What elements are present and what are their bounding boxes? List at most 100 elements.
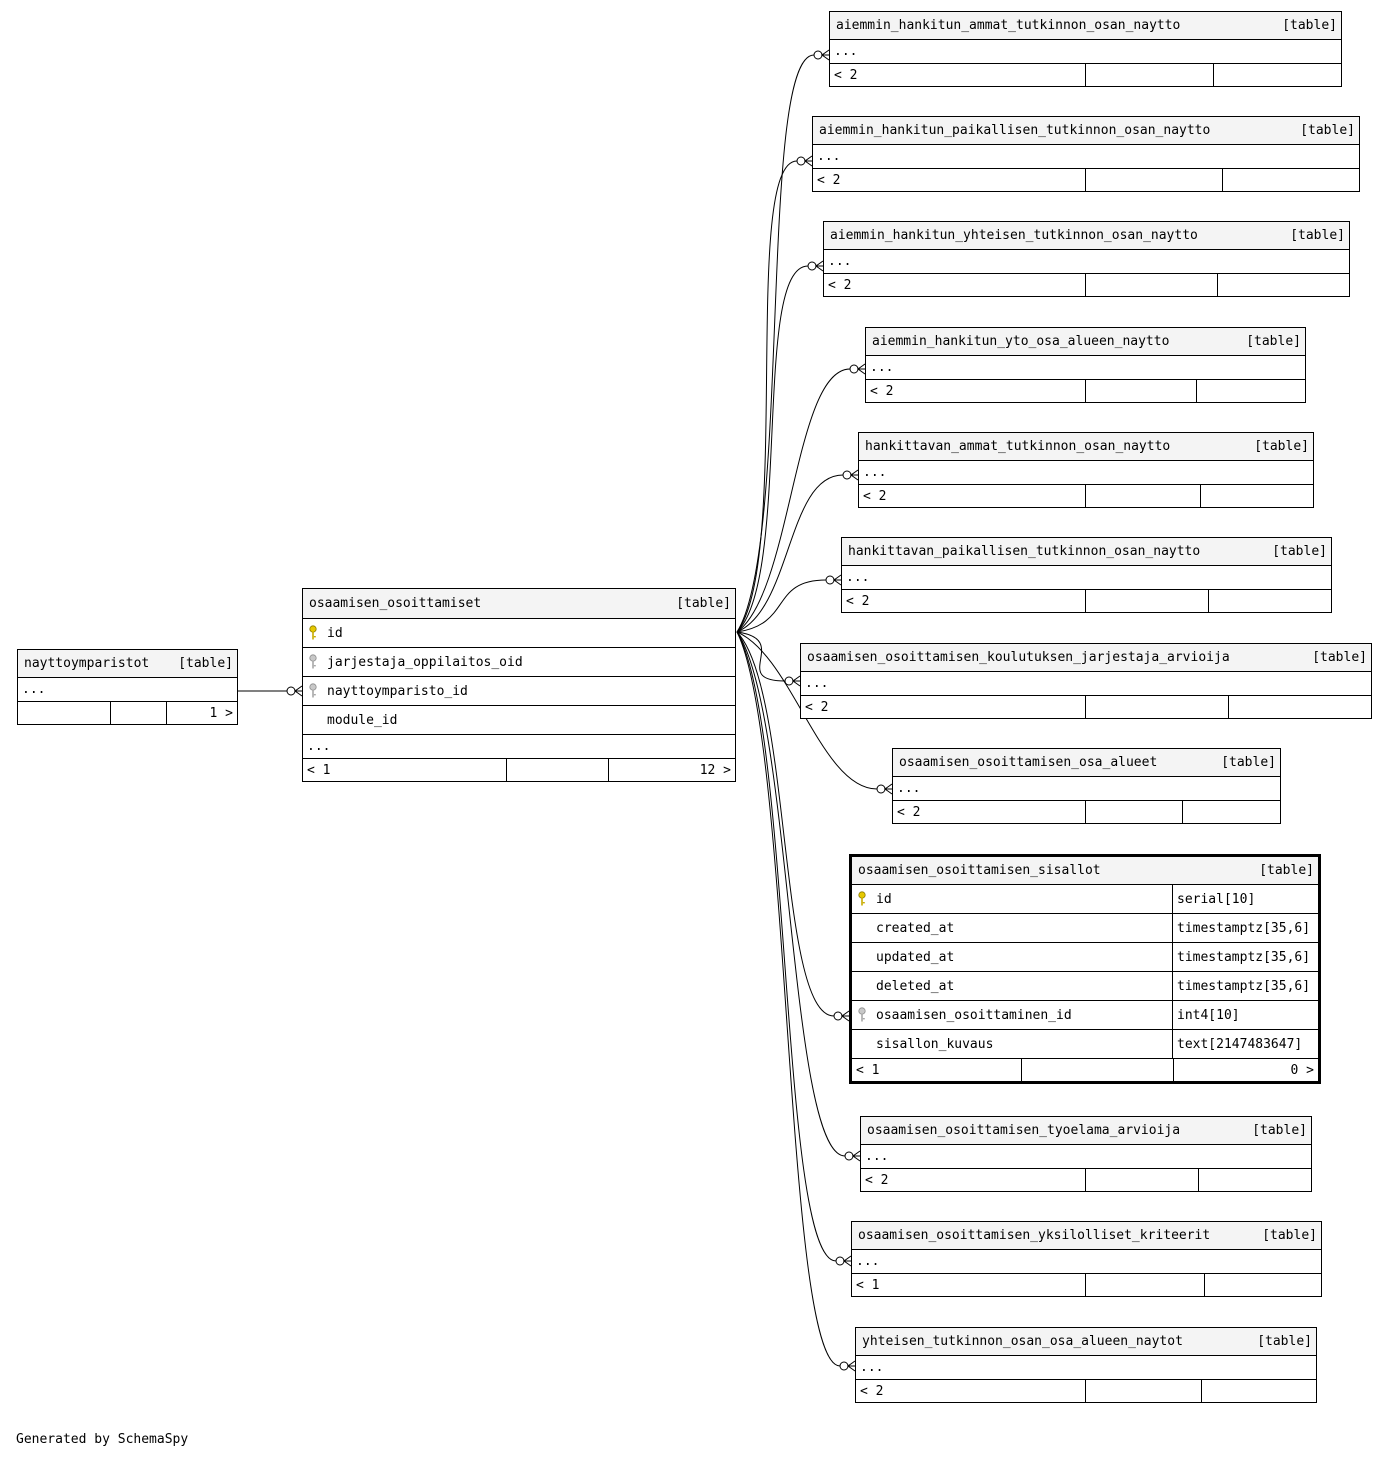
rows-count [1021, 1059, 1173, 1081]
rows-count [1085, 274, 1217, 296]
rows-count [110, 702, 166, 724]
children-count [1198, 1169, 1311, 1191]
children-count [1217, 274, 1349, 296]
parents-count: < 2 [805, 699, 829, 715]
table-footer: < 2 [842, 590, 1331, 612]
table-header: osaamisen_osoittamisen_yksilolliset_krit… [852, 1222, 1321, 1250]
column-name: module_id [327, 712, 398, 728]
table-header: hankittavan_ammat_tutkinnon_osan_naytto[… [859, 433, 1313, 461]
columns-ellipsis: ... [842, 566, 1331, 590]
table-header: aiemmin_hankitun_ammat_tutkinnon_osan_na… [830, 12, 1341, 40]
zero-cardinality-marker [784, 676, 794, 686]
table-osaamisen-osoittamisen-osa-alueet[interactable]: osaamisen_osoittamisen_osa_alueet[table]… [892, 748, 1281, 824]
column-row[interactable]: id [303, 619, 735, 648]
table-aiemmin-hankitun-paikallisen-tutkinnon-osan-naytto[interactable]: aiemmin_hankitun_paikallisen_tutkinnon_o… [812, 116, 1360, 192]
column-row[interactable]: id serial[10] [852, 885, 1318, 914]
table-header: aiemmin_hankitun_yto_osa_alueen_naytto[t… [866, 328, 1305, 356]
column-row[interactable]: updated_at timestamptz[35,6] [852, 943, 1318, 972]
foreign-key-icon [852, 1007, 872, 1023]
parents-count: < 2 [828, 277, 852, 293]
table-kind-label: [table] [676, 596, 731, 611]
edge-child-0 [736, 54, 815, 633]
rows-count [1085, 1274, 1204, 1296]
table-osaamisen-osoittamisen-sisallot[interactable]: osaamisen_osoittamisen_sisallot [table] i… [849, 854, 1321, 1084]
parents-count: < 2 [846, 593, 870, 609]
column-row[interactable]: created_at timestamptz[35,6] [852, 914, 1318, 943]
column-name: deleted_at [876, 978, 955, 994]
primary-key-icon [852, 891, 872, 907]
table-name: aiemmin_hankitun_yhteisen_tutkinnon_osan… [830, 228, 1198, 243]
table-footer: < 2 [824, 274, 1349, 296]
rows-count [1085, 696, 1228, 718]
column-row[interactable]: nayttoymparisto_id [303, 677, 735, 706]
table-osaamisen-osoittamiset[interactable]: osaamisen_osoittamiset [table] id jarjes… [302, 588, 736, 782]
edge-child-10 [736, 631, 837, 1262]
column-row[interactable]: sisallon_kuvaus text[2147483647] [852, 1030, 1318, 1059]
edge-child-7 [736, 631, 878, 790]
many-crowfoot-marker [804, 155, 813, 167]
column-row[interactable]: osaamisen_osoittaminen_id int4[10] [852, 1001, 1318, 1030]
zero-cardinality-marker [833, 1011, 843, 1021]
table-kind-label: [table] [1246, 334, 1301, 349]
primary-key-icon [303, 625, 323, 641]
edge-child-2 [736, 265, 809, 633]
many-crowfoot-marker [833, 574, 842, 586]
table-name: osaamisen_osoittamisen_sisallot [858, 863, 1101, 878]
table-kind-label: [table] [1259, 863, 1314, 878]
column-row[interactable]: deleted_at timestamptz[35,6] [852, 972, 1318, 1001]
zero-cardinality-marker [849, 364, 859, 374]
column-name: jarjestaja_oppilaitos_oid [327, 654, 523, 670]
column-type: timestamptz[35,6] [1172, 943, 1318, 971]
many-crowfoot-marker [847, 1360, 856, 1372]
children-count [1200, 485, 1313, 507]
table-hankittavan-paikallisen-tutkinnon-osan-naytto[interactable]: hankittavan_paikallisen_tutkinnon_osan_n… [841, 537, 1332, 613]
children-count [1196, 380, 1305, 402]
parents-count: < 1 [856, 1277, 880, 1293]
zero-cardinality-marker [835, 1256, 845, 1266]
table-name: aiemmin_hankitun_paikallisen_tutkinnon_o… [819, 123, 1211, 138]
columns-ellipsis: ... [830, 40, 1341, 64]
columns-ellipsis: ... [801, 672, 1371, 696]
table-aiemmin-hankitun-ammat-tutkinnon-osan-naytto[interactable]: aiemmin_hankitun_ammat_tutkinnon_osan_na… [829, 11, 1342, 87]
many-crowfoot-marker [841, 1010, 850, 1022]
table-hankittavan-ammat-tutkinnon-osan-naytto[interactable]: hankittavan_ammat_tutkinnon_osan_naytto[… [858, 432, 1314, 508]
columns-ellipsis: ... [856, 1356, 1316, 1380]
table-kind-label: [table] [1257, 1334, 1312, 1349]
table-osaamisen-osoittamisen-tyoelama-arvioija[interactable]: osaamisen_osoittamisen_tyoelama_arvioija… [860, 1116, 1312, 1192]
rows-count [1085, 1169, 1198, 1191]
table-header: hankittavan_paikallisen_tutkinnon_osan_n… [842, 538, 1331, 566]
table-nayttoymparistot[interactable]: nayttoymparistot [table] ... 1 > [17, 649, 238, 725]
table-name: osaamisen_osoittamisen_tyoelama_arvioija [867, 1123, 1181, 1138]
parents-count: < 2 [870, 383, 894, 399]
column-row[interactable]: module_id [303, 706, 735, 735]
table-header: osaamisen_osoittamiset [table] [303, 589, 735, 619]
many-crowfoot-marker [821, 49, 830, 61]
table-aiemmin-hankitun-yto-osa-alueen-naytto[interactable]: aiemmin_hankitun_yto_osa_alueen_naytto[t… [865, 327, 1306, 403]
column-name: nayttoymparisto_id [327, 683, 468, 699]
column-type: serial[10] [1172, 885, 1318, 913]
column-row[interactable]: jarjestaja_oppilaitos_oid [303, 648, 735, 677]
columns-ellipsis: ... [893, 777, 1280, 801]
table-header: osaamisen_osoittamisen_koulutuksen_jarje… [801, 644, 1371, 672]
many-crowfoot-marker [792, 675, 801, 687]
children-count [1213, 64, 1341, 86]
children-count [1228, 696, 1371, 718]
table-yhteisen-tutkinnon-osan-osa-alueen-naytot[interactable]: yhteisen_tutkinnon_osan_osa_alueen_nayto… [855, 1327, 1317, 1403]
column-name: updated_at [876, 949, 955, 965]
children-count [1222, 169, 1359, 191]
table-kind-label: [table] [1290, 228, 1345, 243]
column-type: int4[10] [1172, 1001, 1318, 1029]
children-count [1208, 590, 1331, 612]
columns-ellipsis: ... [866, 356, 1305, 380]
zero-cardinality-marker [286, 686, 296, 696]
children-count [1182, 801, 1280, 823]
table-footer: < 2 [801, 696, 1371, 718]
zero-cardinality-marker [842, 470, 852, 480]
columns-ellipsis: ... [824, 250, 1349, 274]
table-header: aiemmin_hankitun_paikallisen_tutkinnon_o… [813, 117, 1359, 145]
many-crowfoot-marker [815, 260, 824, 272]
table-osaamisen-osoittamisen-yksilolliset-kriteerit[interactable]: osaamisen_osoittamisen_yksilolliset_krit… [851, 1221, 1322, 1297]
children-count: 1 > [166, 702, 237, 724]
table-osaamisen-osoittamisen-koulutuksen-jarjestaja-arvioija[interactable]: osaamisen_osoittamisen_koulutuksen_jarje… [800, 643, 1372, 719]
table-aiemmin-hankitun-yhteisen-tutkinnon-osan-naytto[interactable]: aiemmin_hankitun_yhteisen_tutkinnon_osan… [823, 221, 1350, 297]
